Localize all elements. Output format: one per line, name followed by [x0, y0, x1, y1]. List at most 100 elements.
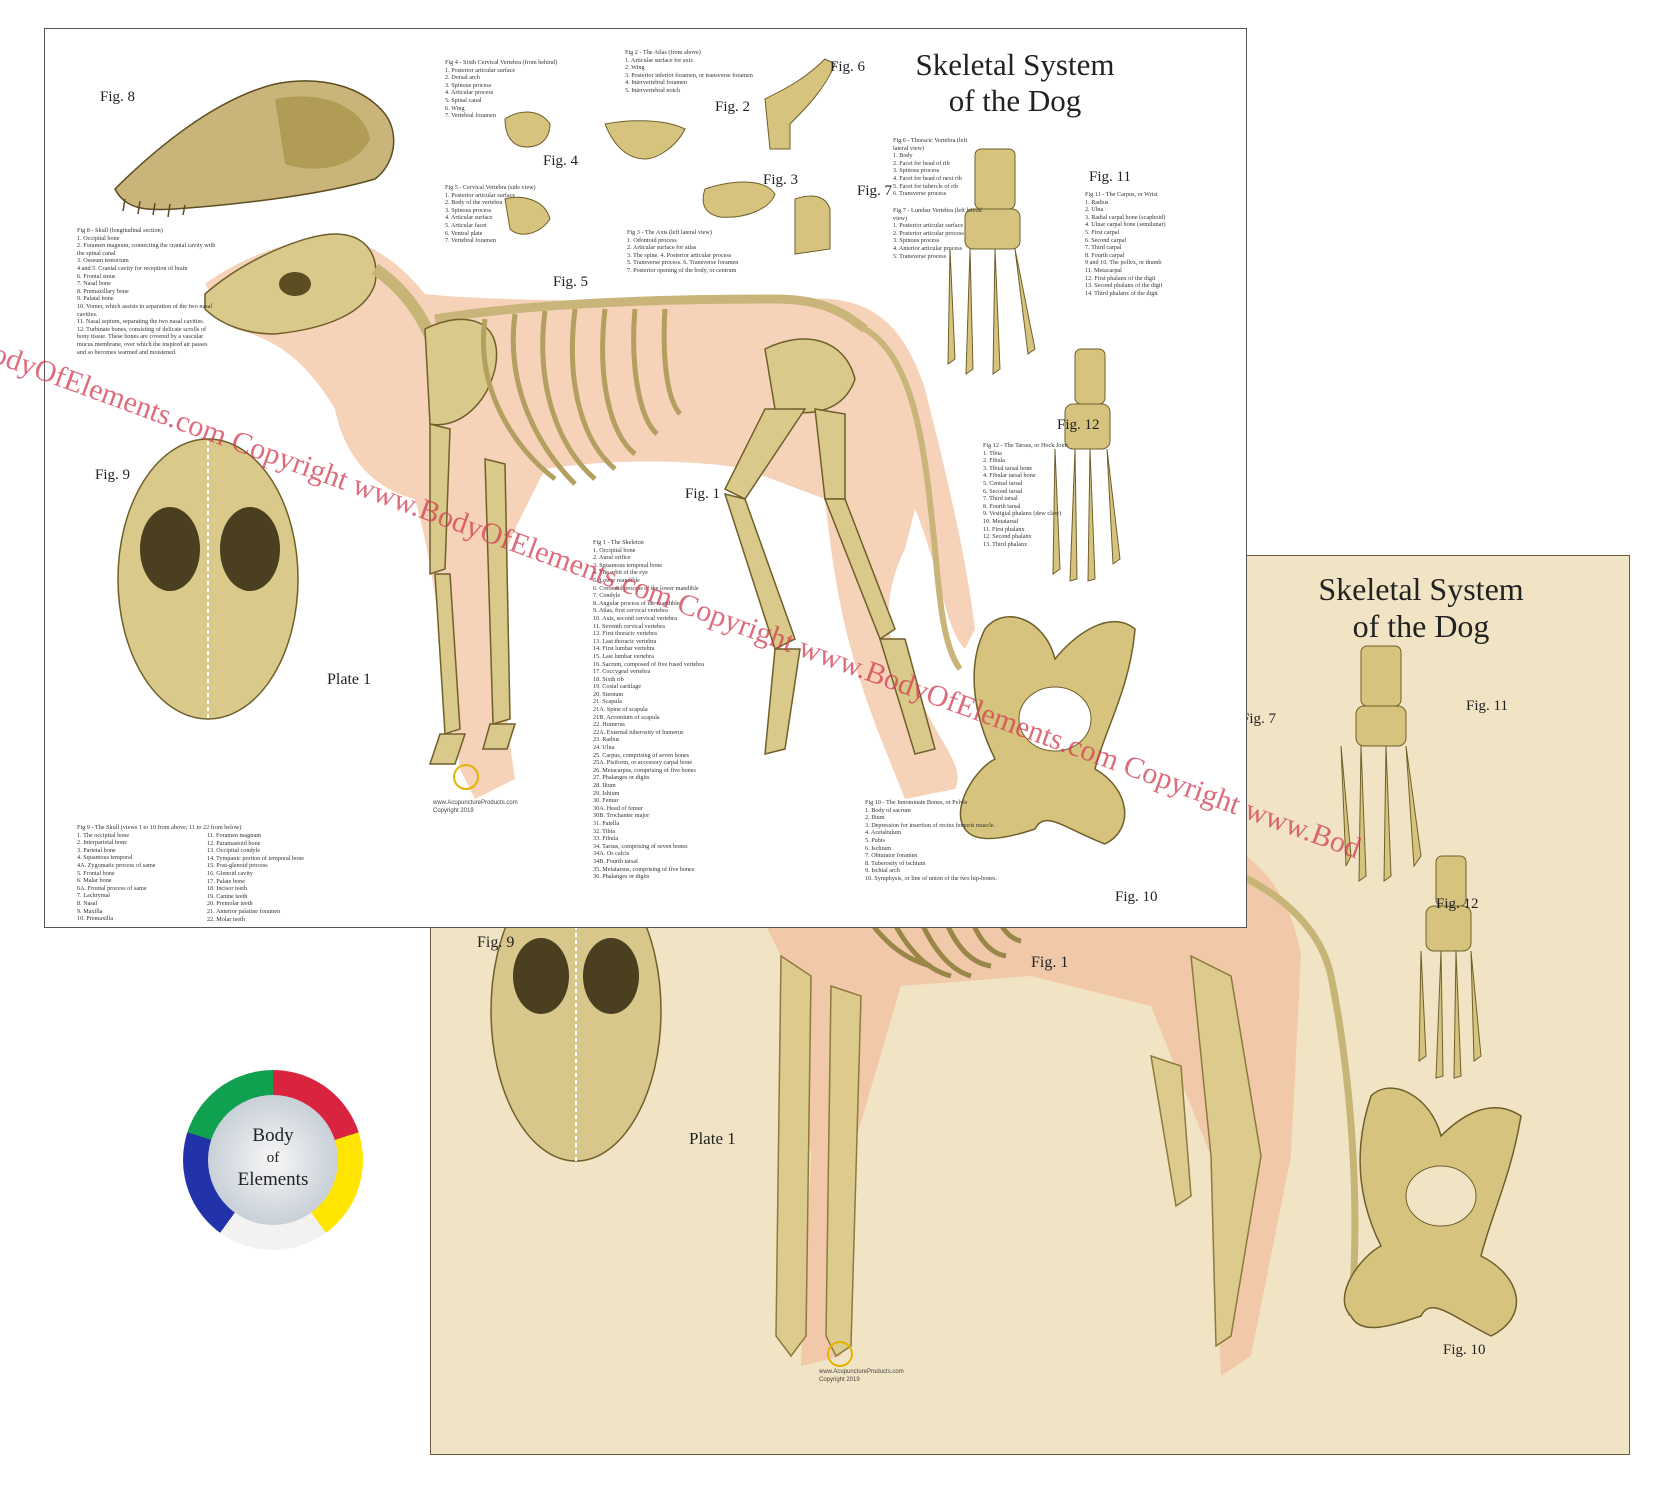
- fig6-label: Fig. 6: [830, 59, 866, 75]
- legend-item: 3. Spinous process: [445, 206, 492, 214]
- legend-item: 4. Acetabulum: [865, 829, 902, 837]
- legend-item: 5. Spinal canal: [445, 96, 482, 104]
- back-title-line2: of the Dog: [1352, 607, 1490, 644]
- vertebra-fig4: [504, 111, 551, 148]
- front-website: www.AcupunctureProducts.com: [433, 800, 518, 806]
- legend-item: 4. Fibular tarsal bone: [983, 472, 1036, 480]
- legend-item: 21B. Acromium of scapula: [593, 713, 660, 721]
- legend-item: 3. Tibial tarsal bone: [983, 464, 1033, 472]
- front-poster-art: [114, 58, 1136, 845]
- acupuncture-products-logo: [453, 764, 479, 790]
- fig10-label: Fig. 10: [1115, 889, 1158, 905]
- front-title-line1: Skeletal System: [915, 47, 1115, 82]
- legend-item: 13. Third phalanx: [983, 540, 1028, 548]
- legend-item: 6. Wing: [445, 104, 465, 112]
- legend-item: 13. Occipital condyle: [207, 847, 261, 855]
- legend-item: 2. Articular surface for atlas: [627, 244, 697, 252]
- legend-item: 4. The orbit of the eye: [593, 569, 648, 577]
- back-carpus-fig11: [1340, 645, 1422, 882]
- legend-item: 9 and 10. The pollex, or thumb: [1085, 259, 1162, 267]
- legend-item: 6. Second tarsal: [983, 487, 1023, 495]
- legend-item: 5. Transverse process: [893, 252, 947, 260]
- legend-fig11-heading: Fig 11 - The Carpus, or Wrist: [1085, 191, 1158, 198]
- legend-item: 26. Metacarpus, comprising of five bones: [593, 766, 696, 774]
- legend-item: 7. Posterior opening of the body, or cen…: [627, 266, 737, 274]
- legend-item: 1. Body: [893, 152, 913, 160]
- legend-item: 15. Last lumbar vertebra: [593, 652, 654, 660]
- legend-item: 7. Obturator foramen: [865, 852, 918, 860]
- legend-item: 7. Lachrymal: [77, 892, 110, 900]
- legend-item: 4. Ulnar carpal bone (semilunar): [1085, 221, 1166, 229]
- vertebra-fig5: [504, 196, 551, 235]
- legend-fig6: Fig 6 - Thoracic Vertebra (left lateral …: [893, 137, 983, 198]
- legend-item: 21A. Spine of scapula: [593, 706, 648, 714]
- legend-item: 5. First carpal: [1085, 228, 1120, 236]
- legend-item: 18. Sixth rib: [593, 675, 624, 683]
- legend-fig9-heading: Fig 9 - The Skull (views 1 to 10 from ab…: [77, 824, 242, 831]
- logo-line2: of: [266, 1150, 280, 1166]
- legend-item: 5. Frontal bone: [77, 869, 115, 877]
- legend-item: 11. Nasal septum, separating the two nas…: [77, 318, 205, 326]
- acupuncture-products-logo: [827, 1341, 853, 1367]
- legend-item: 6. Malar bone: [77, 877, 112, 885]
- legend-item: 1. Posterior articular surface: [445, 191, 516, 199]
- legend-item: 23. Radius: [593, 736, 620, 744]
- legend-item: 2. Facet for head of rib: [893, 159, 950, 167]
- back-fig12-label: Fig. 12: [1436, 896, 1479, 912]
- legend-item: 10. Vomer, which assists in separation o…: [77, 302, 213, 318]
- legend-item: 30. Femur: [593, 797, 619, 805]
- legend-item: 4. Articular process: [445, 89, 494, 97]
- legend-item: 12. First thoracic vertebra: [593, 630, 657, 638]
- legend-item: 11. Seventh cervical vertebra: [593, 622, 665, 630]
- legend-item: 6. Coronoid process of the lower mandibl…: [593, 584, 699, 592]
- axis-fig3: [702, 181, 776, 218]
- legend-fig4-heading: Fig 4 - Sixth Cervical Vertebra (from be…: [445, 59, 558, 66]
- legend-item: 9. Vestigial phalanx (dew claw): [983, 510, 1062, 518]
- legend-item: 6. Frontal sinus: [77, 272, 116, 280]
- legend-item: 1. Articular surface for axis: [625, 56, 693, 64]
- legend-item: 5. Transverse process. 6. Transverse for…: [627, 259, 739, 267]
- legend-item: 2. Foramen magnum, connecting the crania…: [77, 242, 216, 257]
- legend-item: 9. Palatal bone: [77, 295, 114, 303]
- legend-item: 14. First lumbar vertebra: [593, 645, 655, 653]
- legend-item: 2. Body of the vertebra: [445, 199, 503, 207]
- legend-fig2-heading: Fig 2 - The Atlas (from above): [625, 49, 701, 56]
- legend-item: 6A. Frontal process of same: [77, 884, 147, 892]
- legend-item: 4. Squamous temporal: [77, 854, 133, 862]
- fig7-label: Fig. 7: [857, 183, 893, 199]
- legend-item: 11. Metacarpal: [1085, 266, 1122, 274]
- legend-item: 5. Lower mandible: [593, 576, 640, 584]
- carpus-fig11: [947, 148, 1036, 375]
- back-copyright: Copyright 2019: [819, 1377, 860, 1383]
- legend-item: 7. Nasal bone: [77, 280, 111, 288]
- legend-item: 7. Vertebral foramen: [445, 112, 496, 120]
- legend-item: 10. Symphysis, or line of union of the t…: [865, 874, 997, 882]
- legend-item: 22. Molar teeth: [207, 915, 245, 923]
- legend-fig2: Fig 2 - The Atlas (from above) 1. Articu…: [625, 49, 775, 95]
- legend-item: 12. First phalanx of the digit: [1085, 274, 1156, 282]
- legend-item: 5. Central tarsal: [983, 479, 1023, 487]
- legend-item: 33. Fibula: [593, 835, 619, 843]
- legend-item: 27. Phalanges or digits: [593, 774, 650, 782]
- legend-fig10: Fig 10 - The Innominate Bones, or Pelvis…: [865, 799, 1015, 883]
- back-fig7-label: Fig. 7: [1241, 711, 1277, 727]
- legend-item: 10. Premaxilla: [77, 915, 114, 923]
- vertebra-fig7: [794, 195, 831, 255]
- legend-item: 5. Intervertebral notch: [625, 86, 681, 94]
- legend-item: 9. Ischial arch: [865, 867, 900, 875]
- fig5-label: Fig. 5: [553, 274, 589, 290]
- legend-item: 1. Occipital bone: [593, 546, 636, 554]
- legend-item: 17. Palate bone: [207, 877, 245, 885]
- legend-item: 2. Wing: [625, 64, 645, 72]
- legend-fig9: Fig 9 - The Skull (views 1 to 10 from ab…: [77, 824, 241, 923]
- legend-item: 2. Aural orifice: [593, 554, 631, 562]
- fig3-label: Fig. 3: [763, 172, 799, 188]
- legend-fig12-heading: Fig 12 - The Tarsus, or Hock Joint: [983, 442, 1068, 449]
